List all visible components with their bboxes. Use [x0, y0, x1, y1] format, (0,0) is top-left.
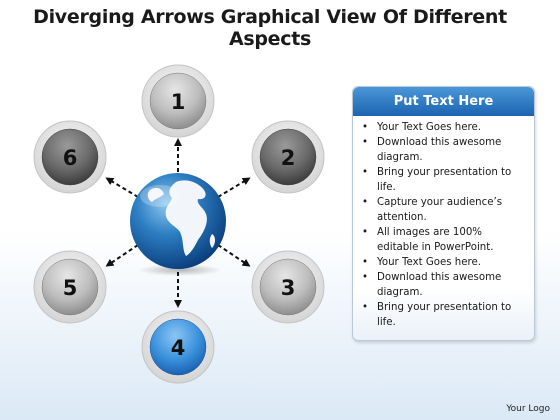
bullet-item: Bring your presentation to life.: [362, 165, 526, 195]
step-label-6: 6: [63, 146, 78, 170]
step-node-5[interactable]: 5: [33, 250, 107, 324]
bullet-item: Your Text Goes here.: [362, 255, 526, 270]
arrow-to-6: [105, 177, 139, 198]
step-label-3: 3: [281, 276, 296, 300]
arrow-to-2: [217, 177, 251, 198]
bullet-item: Download this awesome diagram.: [362, 135, 526, 165]
globe-icon: [130, 173, 226, 276]
step-label-5: 5: [63, 276, 78, 300]
step-node-2[interactable]: 2: [251, 120, 325, 194]
logo-text: Your Logo: [506, 404, 550, 414]
step-label-1: 1: [171, 90, 186, 114]
step-node-4[interactable]: 4: [141, 310, 215, 384]
bullet-item: Download this awesome diagram.: [362, 270, 526, 300]
panel-header: Put Text Here: [353, 87, 534, 116]
step-label-2: 2: [281, 146, 296, 170]
arrows: [105, 138, 251, 308]
step-label-4: 4: [171, 336, 186, 360]
step-node-6[interactable]: 6: [33, 120, 107, 194]
panel-bullet-list: Your Text Goes here. Download this aweso…: [353, 120, 534, 330]
step-node-3[interactable]: 3: [251, 250, 325, 324]
bullet-item: Capture your audience’s attention.: [362, 195, 526, 225]
page-title: Diverging Arrows Graphical View Of Diffe…: [33, 6, 507, 50]
text-panel: Put Text Here Your Text Goes here. Downl…: [352, 86, 535, 341]
arrow-to-5: [105, 244, 139, 267]
bullet-item: Your Text Goes here.: [362, 120, 526, 135]
bullet-item: All images are 100% editable in PowerPoi…: [362, 225, 526, 255]
step-node-1[interactable]: 1: [141, 64, 215, 138]
step-nodes: 1 2 3 4 5 6: [33, 64, 325, 384]
bullet-item: Bring your presentation to life.: [362, 300, 526, 330]
arrow-to-3: [217, 244, 251, 267]
